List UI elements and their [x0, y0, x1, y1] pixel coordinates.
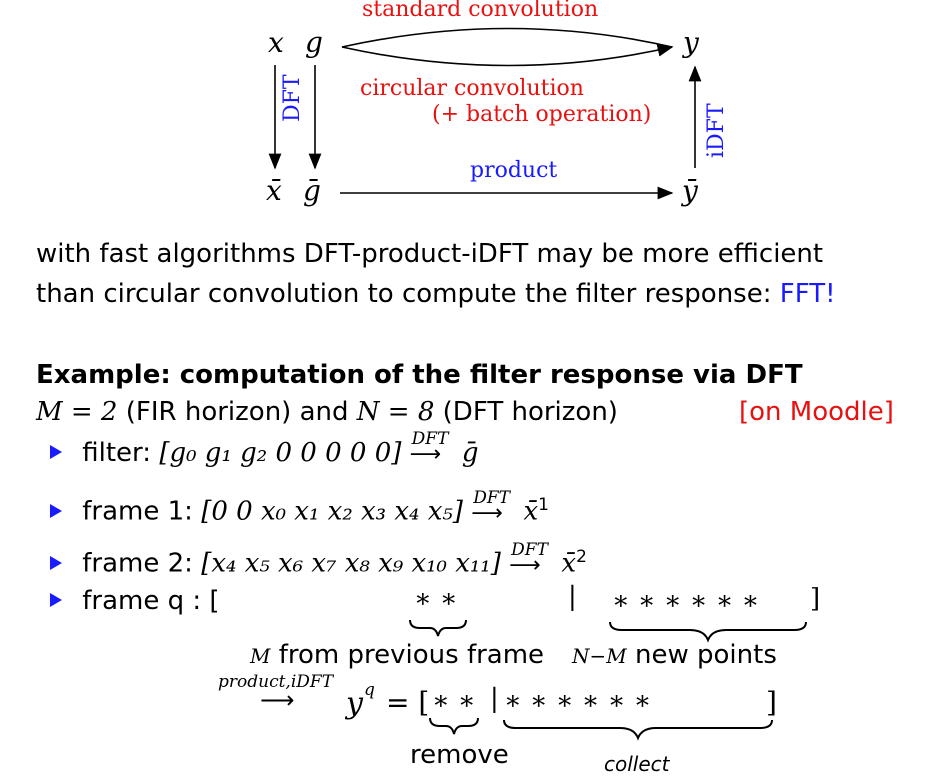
stars-new: ∗ ∗ ∗ ∗ ∗ ∗ — [612, 586, 760, 616]
m-symbol: M — [250, 644, 271, 668]
bullet-frameq: frame q : [ — [50, 584, 220, 618]
brace-previous — [409, 619, 467, 637]
symbol-gbar: ḡ — [303, 174, 321, 207]
n-description: (DFT horizon) — [442, 397, 618, 427]
dft-arrow: DFT ⟶ — [509, 539, 548, 578]
remove-caption: remove — [410, 740, 509, 770]
frameq-label: frame q : [ — [82, 586, 220, 616]
stars-collect: ∗ ∗ ∗ ∗ ∗ ∗ — [504, 686, 652, 716]
bullet-icon — [50, 555, 62, 570]
result-close: ] — [766, 686, 777, 719]
separator-bar: | — [568, 582, 577, 612]
equals-bracket: = [ — [386, 686, 430, 719]
brace-remove — [429, 717, 479, 735]
result-bar: | — [490, 684, 499, 714]
stars-previous: ∗ ∗ — [414, 584, 458, 614]
symbol-x: x — [268, 26, 284, 59]
batch-operation-label: (+ batch operation) — [432, 102, 652, 127]
filter-label: filter: — [82, 438, 152, 468]
frame1-vector: [0 0 x₀ x₁ x₂ x₃ x₄ x₅] — [201, 496, 463, 527]
bullet-filter: filter: [g₀ g₁ g₂ 0 0 0 0 0] DFT ⟶ ḡ — [50, 429, 479, 472]
standard-convolution-label: standard convolution — [362, 0, 599, 22]
symbol-ybar: ȳ — [682, 174, 698, 207]
frameq-close: ] — [810, 584, 821, 614]
brace-new — [609, 621, 807, 643]
xbar1-result: x̄ — [523, 496, 539, 527]
bullet-frame1: frame 1: [0 0 x₀ x₁ x₂ x₃ x₄ x₅] DFT ⟶ x… — [50, 488, 549, 531]
dft-arrow: DFT ⟶ — [471, 487, 510, 526]
filter-vector: [g₀ g₁ g₂ 0 0 0 0 0] — [159, 438, 402, 468]
m-equation: M = 2 — [36, 397, 118, 427]
xbar2-result: x̄ — [561, 548, 577, 579]
moodle-link[interactable]: [on Moodle] — [739, 397, 894, 427]
line-1: with fast algorithms DFT-product-iDFT ma… — [36, 239, 824, 269]
gbar-result: ḡ — [461, 438, 479, 468]
symbol-xbar: x̄ — [266, 174, 282, 207]
brace-collect — [503, 719, 773, 741]
q-superscript: q — [364, 680, 375, 700]
n-equation: N = 8 — [356, 397, 435, 427]
circular-convolution-arc — [341, 43, 674, 67]
symbol-g: g — [305, 26, 323, 59]
fft-highlight: FFT! — [779, 279, 836, 309]
m-description: (FIR horizon) and — [125, 397, 349, 427]
example-params: M = 2 (FIR horizon) and N = 8 (DFT horiz… — [36, 392, 618, 432]
nm-symbol: N−M — [572, 644, 627, 668]
frame1-label: frame 1: — [82, 496, 193, 527]
collect-caption: collect — [604, 752, 670, 776]
bullet-icon — [50, 503, 62, 518]
symbol-y: y — [683, 26, 699, 59]
dft-arrow: DFT ⟶ — [409, 429, 449, 467]
bullet-icon — [50, 445, 62, 459]
product-label: product — [470, 158, 558, 183]
stars-remove: ∗ ∗ — [432, 686, 476, 716]
new-points-caption: N−M new points — [572, 640, 777, 670]
new-points-text: new points — [635, 640, 777, 670]
frame2-vector: [x₄ x₅ x₆ x₇ x₈ x₉ x₁₀ x₁₁] — [201, 548, 501, 579]
previous-frame-text: from previous frame — [278, 640, 545, 670]
previous-frame-caption: M from previous frame — [250, 640, 544, 670]
line-2: than circular convolution to compute the… — [36, 274, 836, 314]
standard-convolution-arc — [341, 27, 673, 48]
example-title: Example: computation of the filter respo… — [36, 360, 803, 390]
diagram-arrows — [268, 27, 702, 200]
circular-convolution-label: circular convolution — [360, 76, 584, 101]
frame2-label: frame 2: — [82, 548, 193, 579]
line-2-text: than circular convolution to compute the… — [36, 279, 772, 309]
yq-symbol: y — [346, 686, 363, 721]
bullet-icon — [50, 593, 62, 607]
bullet-frame2: frame 2: [x₄ x₅ x₆ x₇ x₈ x₉ x₁₀ x₁₁] DFT… — [50, 540, 587, 583]
